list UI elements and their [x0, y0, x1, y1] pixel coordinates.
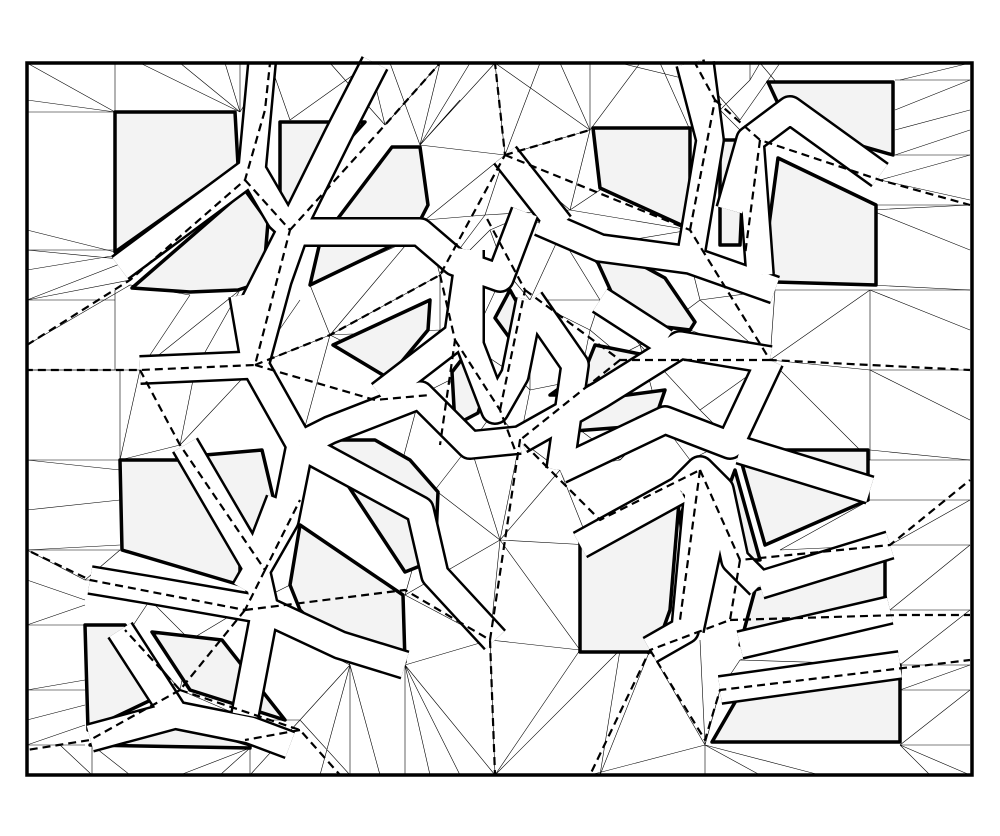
triangulation-edges-border — [27, 63, 970, 775]
medial-axis-path — [26, 62, 971, 776]
medial-axis-dashed-lines — [26, 62, 971, 776]
outer-frame — [25, 61, 974, 777]
obstacle — [591, 126, 692, 231]
obstacle — [331, 298, 432, 380]
